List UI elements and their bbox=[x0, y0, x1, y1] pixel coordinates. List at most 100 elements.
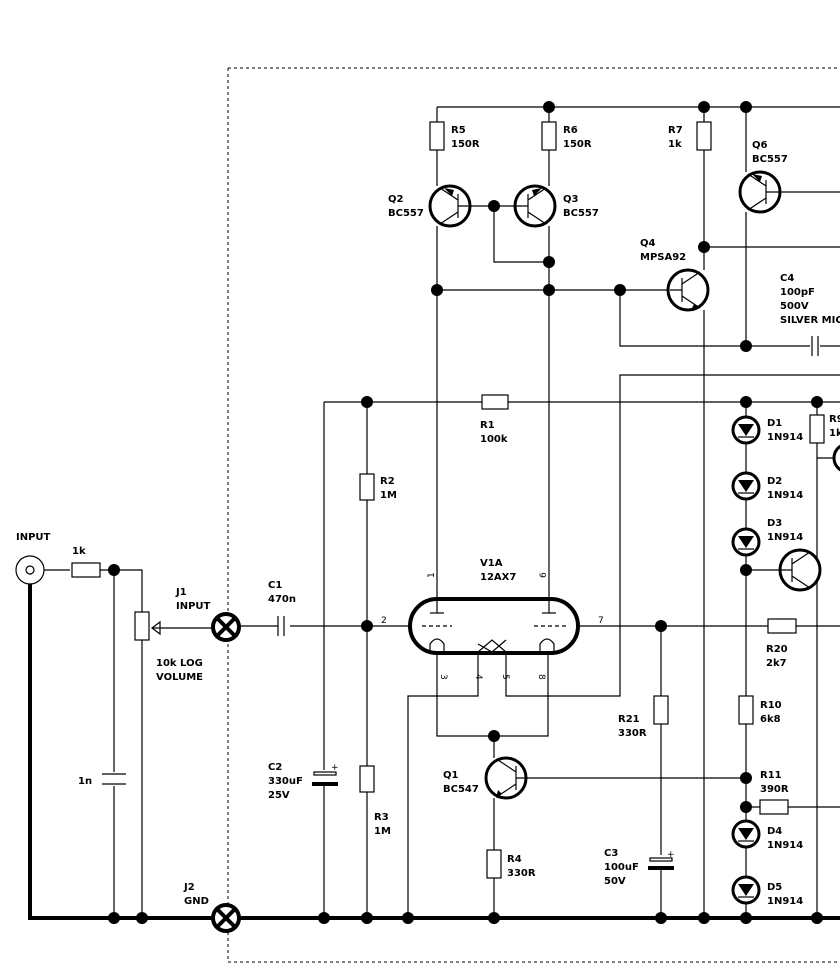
r5-value: 150R bbox=[451, 139, 480, 150]
r9-value: 1k bbox=[829, 428, 840, 439]
q2-ref: Q2 bbox=[388, 194, 404, 205]
pin-7: 7 bbox=[598, 616, 604, 626]
c4-ref: C4 bbox=[780, 273, 794, 284]
c2-value: 330uF bbox=[268, 776, 303, 787]
q4-transistor bbox=[666, 268, 710, 312]
d2-diode bbox=[731, 471, 761, 501]
q2-type: BC557 bbox=[388, 208, 424, 219]
q6-ref: Q6 bbox=[752, 140, 768, 151]
q1-ref: Q1 bbox=[443, 770, 459, 781]
d2-type: 1N914 bbox=[767, 490, 803, 501]
c3-value: 100uF bbox=[604, 862, 639, 873]
pin-5: 5 bbox=[500, 674, 510, 680]
r2-resistor bbox=[359, 473, 375, 501]
volume-pot-wiper bbox=[151, 620, 161, 636]
volume-pot bbox=[134, 611, 150, 641]
r1-value: 100k bbox=[480, 434, 508, 445]
d4-type: 1N914 bbox=[767, 840, 803, 851]
input-jack-symbol bbox=[15, 555, 45, 585]
input-capacitor-symbol bbox=[102, 773, 126, 785]
r10-resistor bbox=[738, 695, 754, 725]
c3-plus: + bbox=[667, 850, 675, 860]
d2-ref: D2 bbox=[767, 476, 782, 487]
q4-type: MPSA92 bbox=[640, 252, 686, 263]
pin-3: 3 bbox=[438, 674, 448, 680]
j2-name: GND bbox=[184, 896, 209, 907]
c1-symbol bbox=[277, 616, 285, 636]
q11-transistor-partial bbox=[778, 548, 822, 592]
input-resistor bbox=[71, 562, 101, 578]
v1a-tube bbox=[408, 597, 580, 655]
d1-ref: D1 bbox=[767, 418, 782, 429]
r9-ref: R9 bbox=[829, 414, 840, 425]
d3-ref: D3 bbox=[767, 518, 782, 529]
r20-value: 2k7 bbox=[766, 658, 787, 669]
input-capacitor-value: 1n bbox=[78, 776, 92, 787]
q3-ref: Q3 bbox=[563, 194, 579, 205]
r6-ref: R6 bbox=[563, 125, 578, 136]
q3-transistor bbox=[513, 184, 557, 228]
q1-transistor bbox=[484, 756, 528, 800]
q6-transistor bbox=[738, 170, 782, 214]
c1-ref: C1 bbox=[268, 580, 282, 591]
j1-ref: J1 bbox=[175, 587, 187, 598]
q6-type: BC557 bbox=[752, 154, 788, 165]
c4-symbol bbox=[811, 336, 819, 356]
board-outline bbox=[227, 67, 840, 963]
pin-1: 1 bbox=[427, 572, 437, 578]
q3-type: BC557 bbox=[563, 208, 599, 219]
r3-resistor bbox=[359, 765, 375, 793]
c2-symbol bbox=[312, 771, 338, 786]
volume-pot-name: VOLUME bbox=[156, 672, 203, 683]
d4-ref: D4 bbox=[767, 826, 782, 837]
c2-plus: + bbox=[331, 763, 339, 773]
pin-8: 8 bbox=[536, 674, 546, 680]
d3-type: 1N914 bbox=[767, 532, 803, 543]
pin-2: 2 bbox=[381, 616, 387, 626]
c2-voltage: 25V bbox=[268, 790, 290, 801]
input-jack-label: INPUT bbox=[16, 532, 51, 543]
c3-voltage: 50V bbox=[604, 876, 626, 887]
r3-ref: R3 bbox=[374, 812, 389, 823]
r21-resistor bbox=[653, 695, 669, 725]
q2-transistor bbox=[428, 184, 472, 228]
v1a-ref: V1A bbox=[480, 558, 503, 569]
pin-6: 6 bbox=[539, 572, 549, 578]
r4-value: 330R bbox=[507, 868, 536, 879]
d5-ref: D5 bbox=[767, 882, 782, 893]
r6-resistor bbox=[541, 121, 557, 151]
c4-type: SILVER MICA bbox=[780, 315, 840, 326]
d5-diode bbox=[731, 875, 761, 905]
r21-ref: R21 bbox=[618, 714, 640, 725]
pin-4: 4 bbox=[473, 674, 483, 680]
r7-resistor bbox=[696, 121, 712, 151]
r20-ref: R20 bbox=[766, 644, 788, 655]
input-resistor-value: 1k bbox=[72, 546, 86, 557]
r11-resistor bbox=[759, 799, 789, 815]
r10-ref: R10 bbox=[760, 700, 782, 711]
q1-type: BC547 bbox=[443, 784, 479, 795]
r6-value: 150R bbox=[563, 139, 592, 150]
d4-diode bbox=[731, 819, 761, 849]
q4-ref: Q4 bbox=[640, 238, 656, 249]
junction-dots bbox=[108, 101, 823, 924]
c3-symbol bbox=[648, 857, 674, 870]
ground-bus bbox=[28, 580, 840, 920]
d1-diode bbox=[731, 415, 761, 445]
r10-value: 6k8 bbox=[760, 714, 781, 725]
r11-ref: R11 bbox=[760, 770, 782, 781]
r20-resistor bbox=[767, 618, 797, 634]
j1-connector-symbol bbox=[211, 612, 241, 642]
j2-ref: J2 bbox=[183, 882, 195, 893]
c4-voltage: 500V bbox=[780, 301, 809, 312]
v1a-type: 12AX7 bbox=[480, 572, 516, 583]
r4-resistor bbox=[486, 849, 502, 879]
r5-ref: R5 bbox=[451, 125, 466, 136]
r2-ref: R2 bbox=[380, 476, 395, 487]
r3-value: 1M bbox=[374, 826, 391, 837]
c2-ref: C2 bbox=[268, 762, 282, 773]
c1-value: 470n bbox=[268, 594, 296, 605]
r4-ref: R4 bbox=[507, 854, 522, 865]
j1-name: INPUT bbox=[176, 601, 211, 612]
r2-value: 1M bbox=[380, 490, 397, 501]
